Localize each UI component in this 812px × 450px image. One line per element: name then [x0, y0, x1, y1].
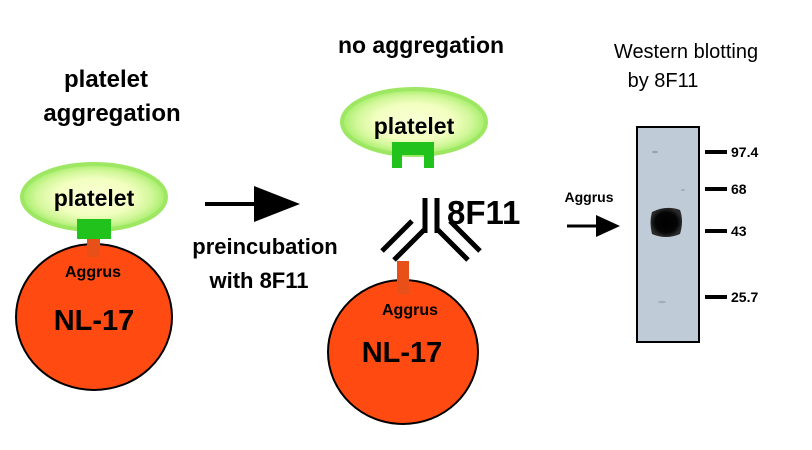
cell-label-left: NL-17 [54, 305, 135, 337]
platelet-receptor-left [77, 219, 111, 239]
blot-band-aggrus [650, 207, 682, 237]
blot-speck [658, 300, 666, 304]
preincubation-line1: preincubation [192, 234, 337, 259]
platelet-label-middle: platelet [374, 113, 455, 139]
platelet-receptor-middle [392, 142, 434, 168]
preincubation-line2: with 8F11 [208, 268, 308, 293]
aggrus-stalk-left [87, 235, 100, 257]
blot-title-line1: Western blotting [614, 41, 758, 63]
cell-label-middle: NL-17 [362, 337, 443, 369]
left-panel: platelet aggregation platelet Aggrus NL-… [15, 66, 181, 391]
left-heading-line2: aggregation [43, 100, 180, 127]
blot-aggrus-label: Aggrus [565, 189, 614, 205]
preincubation-arrow-head [254, 186, 300, 222]
blot-speck [681, 189, 685, 191]
marker-tick-43 [705, 229, 727, 233]
marker-tick-97 [705, 150, 727, 154]
blot-aggrus-arrow-head [596, 215, 620, 237]
antibody-8f11 [380, 198, 482, 262]
preincubation-arrow-group: preincubation with 8F11 [192, 186, 338, 293]
marker-label-68: 68 [731, 181, 747, 197]
western-blot-panel: Western blotting by 8F11 Aggrus 97.4 68 … [565, 41, 758, 343]
blot-speck [652, 150, 658, 154]
aggrus-label-left: Aggrus [65, 264, 121, 281]
antibody-label: 8F11 [447, 194, 520, 231]
middle-heading: no aggregation [338, 32, 504, 58]
left-heading-line1: platelet [64, 66, 148, 93]
platelet-label-left: platelet [54, 185, 135, 211]
aggrus-stalk-middle [397, 261, 409, 294]
blot-title-line2: by 8F11 [628, 70, 699, 92]
middle-panel: no aggregation platelet 8F11 Aggrus NL-1… [327, 32, 520, 425]
marker-tick-68 [705, 187, 727, 191]
marker-label-25: 25.7 [731, 289, 758, 305]
marker-label-43: 43 [731, 223, 747, 239]
aggrus-label-middle: Aggrus [382, 302, 438, 319]
marker-label-97: 97.4 [731, 144, 758, 160]
marker-tick-25 [705, 295, 727, 299]
